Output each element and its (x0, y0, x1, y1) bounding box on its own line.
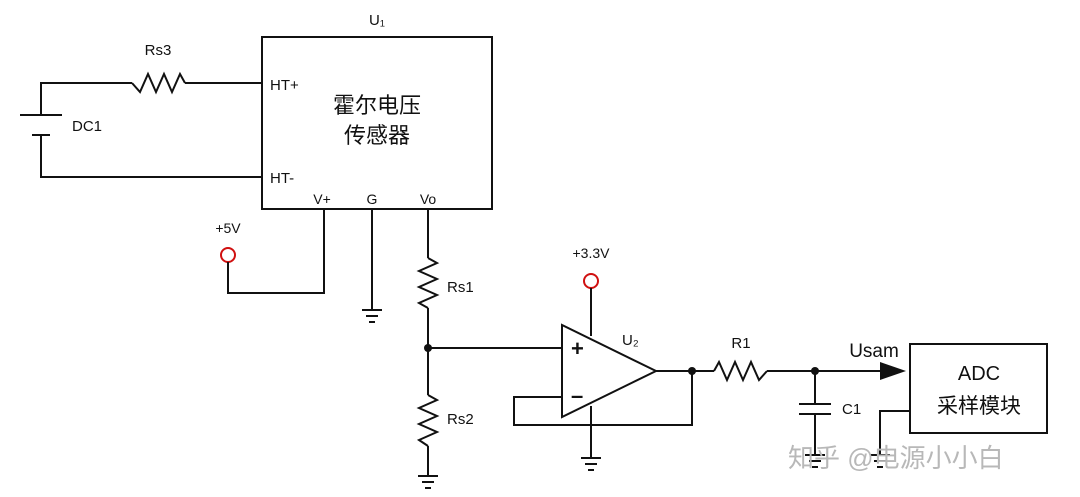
rs3-label: Rs3 (145, 42, 172, 59)
hall-sensor-box (261, 36, 493, 210)
opamp-minus-sign: – (571, 383, 583, 408)
ground-g-net (362, 209, 382, 323)
supply-5v-net: +5V (215, 209, 325, 294)
supply-33v-label: +3.3V (573, 245, 611, 261)
opamp-ref-label: U₂ (622, 332, 639, 349)
signal-arrow-icon (880, 362, 906, 380)
wire-5v-to-vplus (227, 209, 325, 294)
wire-adc-ground (879, 410, 910, 455)
resistor-rs3 (131, 71, 186, 95)
wire-rs3-to-dc1 (40, 82, 132, 115)
resistor-rs1 (416, 257, 440, 309)
pin-ht-minus-label: HT- (270, 170, 294, 187)
c1-label: C1 (842, 401, 861, 418)
dc1-label: DC1 (72, 118, 102, 135)
pin-vplus-label: V+ (313, 191, 331, 207)
u1-ref-label: U₁ (369, 12, 385, 29)
divider-network: Rs1 Rs2 (416, 209, 562, 489)
rs2-label: Rs2 (447, 411, 474, 428)
pin-vo-label: Vo (420, 191, 437, 207)
resistor-rs2 (416, 394, 440, 447)
rs1-label: Rs1 (447, 279, 474, 296)
opamp-plus-sign: + (571, 336, 584, 361)
resistor-r1 (713, 359, 768, 383)
adc-label-line2: 采样模块 (937, 395, 1021, 418)
adc-box (909, 343, 1048, 434)
hall-sensor-name-line2: 传感器 (344, 123, 410, 148)
hall-sensor-name-line1: 霍尔电压 (333, 93, 421, 118)
pin-g-label: G (367, 191, 378, 207)
opamp-triangle (561, 323, 659, 419)
adc-label-line1: ADC (958, 363, 1000, 385)
r1-label: R1 (731, 335, 750, 352)
adc-module: ADC 采样模块 (870, 343, 1048, 468)
hall-sensor-u1: U₁ 霍尔电压 传感器 HT+ HT- V+ G Vo (261, 12, 493, 210)
opamp-u2: + – U₂ +3.3V (513, 245, 696, 471)
input-loop: Rs3 DC1 (20, 42, 262, 178)
supply-5v-label: +5V (215, 220, 241, 236)
output-filter: R1 C1 Usam (692, 335, 906, 468)
watermark: 知乎 @电源小小白 (788, 443, 1004, 473)
supply-5v-marker (220, 247, 236, 263)
wire-dc1-to-ht-minus (40, 135, 262, 178)
wire-feedback-loop (513, 370, 693, 426)
usam-net-label: Usam (849, 341, 899, 362)
supply-33v-marker (583, 273, 599, 289)
pin-ht-plus-label: HT+ (270, 77, 299, 94)
